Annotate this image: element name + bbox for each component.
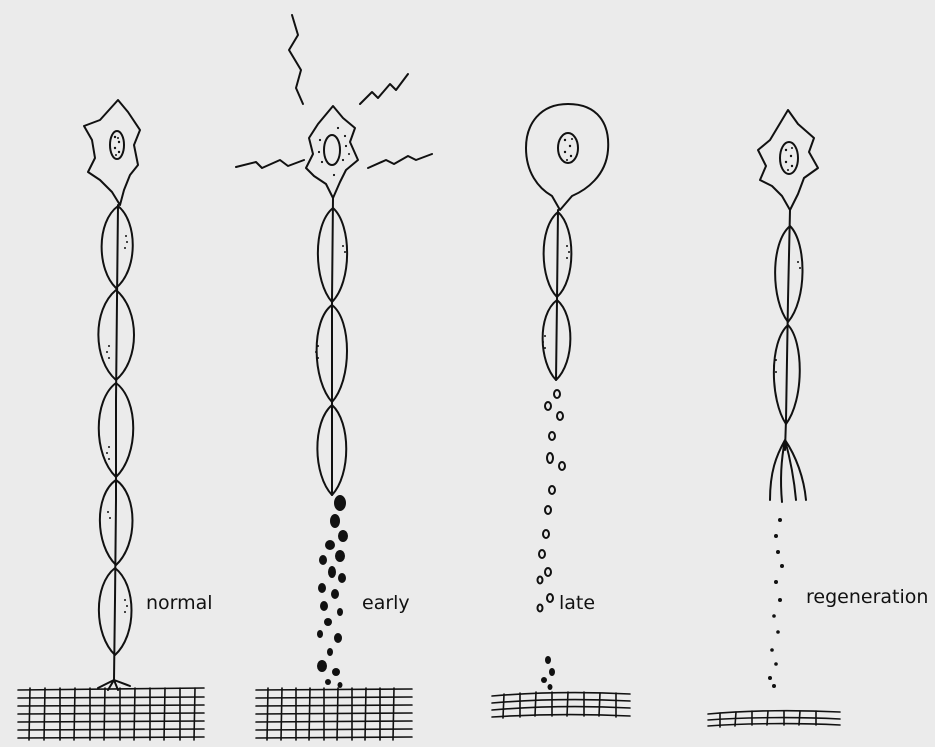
label-late: late xyxy=(559,592,595,614)
scattered-granules xyxy=(318,127,350,176)
nucleus-stipple xyxy=(114,136,120,156)
panel-normal xyxy=(18,100,204,740)
muscle-fiber xyxy=(708,711,840,727)
cell-body xyxy=(306,106,358,198)
muscle-fiber xyxy=(256,688,412,740)
panel-late xyxy=(492,104,630,718)
nucleus-stipple xyxy=(564,138,573,161)
injury-mark xyxy=(236,160,304,168)
label-normal: normal xyxy=(146,592,213,614)
muscle-fiber xyxy=(18,688,204,740)
debris-trail xyxy=(768,518,784,688)
injury-mark xyxy=(289,15,303,104)
nucleus xyxy=(558,133,578,163)
muscle-fiber xyxy=(492,692,630,718)
injury-mark xyxy=(368,154,432,168)
nucleus xyxy=(324,135,340,165)
panel-regeneration xyxy=(708,110,840,727)
label-regeneration: regeneration xyxy=(806,586,928,608)
node-stipple xyxy=(315,245,346,359)
regenerating-sprouts xyxy=(770,440,806,502)
myelin-debris xyxy=(538,390,566,612)
injury-mark xyxy=(360,74,408,104)
axon xyxy=(332,198,333,495)
cell-body xyxy=(526,104,608,210)
panel-early xyxy=(236,15,432,740)
axon xyxy=(114,205,118,680)
cell-body xyxy=(758,110,818,210)
dense-debris xyxy=(541,656,555,690)
axon xyxy=(785,210,790,450)
degenerating-fragments xyxy=(317,495,348,688)
nucleus xyxy=(110,131,124,159)
nucleus-stipple xyxy=(785,147,793,171)
label-early: early xyxy=(362,592,410,614)
nucleus xyxy=(780,142,798,174)
